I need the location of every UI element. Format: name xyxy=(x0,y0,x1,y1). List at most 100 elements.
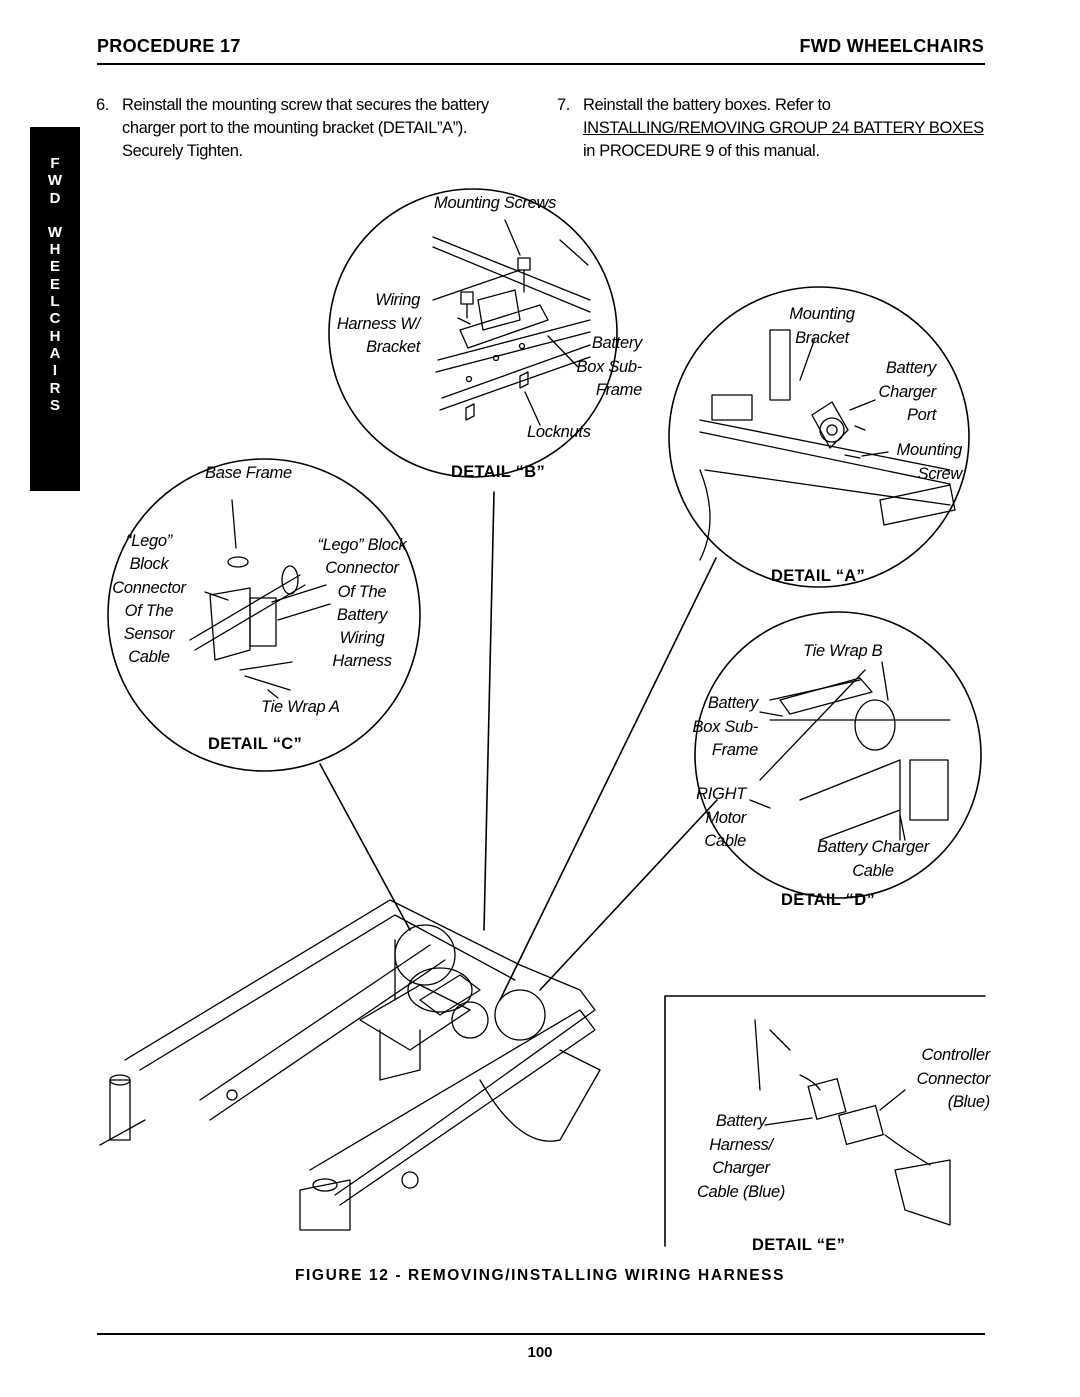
battery-box-subframe-d-label: Battery Box Sub- Frame xyxy=(680,692,759,763)
tie-wrap-b-label: Tie Wrap B xyxy=(803,642,883,660)
label-line: Battery xyxy=(591,334,642,352)
side-tab-letter: W xyxy=(47,223,63,241)
detail-c-drawing xyxy=(189,499,331,699)
label-line: Charger xyxy=(878,382,936,401)
procedure-heading: PROCEDURE 17 xyxy=(97,36,241,56)
detail-e-title: DETAIL “E” xyxy=(752,1236,846,1254)
controller-connector-label: Controller Connector (Blue) xyxy=(880,1044,991,1115)
detail-c-callout-line xyxy=(319,763,411,931)
label-line: (Blue) xyxy=(947,1093,991,1111)
detail-b-drawing xyxy=(432,219,591,426)
base-frame-label: Base Frame xyxy=(205,464,292,482)
power-base-chassis-drawing xyxy=(99,899,601,1231)
right-motor-cable-label: RIGHT Motor Cable xyxy=(676,783,746,854)
label-line: Of The xyxy=(337,582,387,601)
detail-c-title: DETAIL “C” xyxy=(208,735,303,753)
label-line: Frame xyxy=(595,381,642,399)
label-line: “Lego” Block xyxy=(317,536,407,554)
label-line: Battery xyxy=(336,605,388,624)
label-line: Of The xyxy=(124,601,174,620)
locknuts-label: Locknuts xyxy=(527,423,591,441)
label-line: Connector xyxy=(916,1069,991,1088)
side-tab-letter: S xyxy=(49,396,60,414)
side-tab-letter: R xyxy=(49,379,61,397)
figure-caption: FIGURE 12 - REMOVING/INSTALLING WIRING H… xyxy=(294,1267,786,1284)
side-tab-letter: D xyxy=(49,189,61,207)
procedure-reference-link[interactable]: INSTALLING/REMOVING GROUP 24 BATTERY BOX… xyxy=(583,119,984,137)
page-number: 100 xyxy=(527,1344,553,1361)
tie-wrap-a-label: Tie Wrap A xyxy=(261,698,340,716)
detail-e-frame xyxy=(664,995,986,1247)
step-text: Reinstall the battery boxes. Refer to xyxy=(583,96,831,114)
mounting-screws-label: Mounting Screws xyxy=(434,194,557,212)
sensor-cable-connector-label: “Lego” Block Connector Of The Sensor Cab… xyxy=(106,530,192,670)
mounting-screw-label: Mounting Screw xyxy=(872,439,963,486)
label-line: Wiring xyxy=(339,629,385,648)
detail-a-circle xyxy=(668,286,970,588)
label-line: Mounting xyxy=(896,441,963,459)
label-line: Cable xyxy=(704,832,746,850)
label-line: Motor xyxy=(705,808,746,827)
detail-d-title: DETAIL “D” xyxy=(781,891,876,909)
side-tab-letter: H xyxy=(49,241,61,259)
side-tab-letter: E xyxy=(49,275,60,293)
label-line: Cable xyxy=(128,648,170,667)
label-line: Battery xyxy=(715,1112,767,1130)
label-line: Box Sub- xyxy=(576,357,643,376)
step-text: in PROCEDURE 9 of this manual. xyxy=(583,142,820,160)
label-line: RIGHT xyxy=(696,785,746,803)
label-line: Sensor xyxy=(123,625,175,644)
detail-e-drawing xyxy=(754,1019,951,1226)
label-line: Connector xyxy=(112,578,186,597)
label-line: Port xyxy=(906,406,936,424)
label-line: Battery Charger xyxy=(817,838,929,856)
label-line: Harness W/ xyxy=(336,314,420,333)
label-line: Screw xyxy=(917,464,963,483)
label-line: Box Sub- xyxy=(692,717,759,736)
step-number: 6. xyxy=(96,96,109,114)
battery-box-subframe-label: Battery Box Sub- Frame xyxy=(560,332,643,403)
label-line: Cable xyxy=(852,861,894,880)
detail-a-drawing xyxy=(699,329,956,561)
label-line: Controller xyxy=(921,1046,990,1064)
detail-c-circle xyxy=(107,458,421,772)
label-line: Battery xyxy=(707,694,758,712)
side-tab-letter: E xyxy=(49,258,60,276)
label-line: Charger xyxy=(712,1159,770,1177)
step-number: 7. xyxy=(557,96,570,114)
section-heading: FWD WHEELCHAIRS xyxy=(799,36,984,56)
step-text: Reinstall the mounting screw that secure… xyxy=(122,96,489,160)
battery-charger-port-label: Battery Charger Port xyxy=(860,357,936,428)
detail-a-title: DETAIL “A” xyxy=(771,567,866,585)
side-tab-letter: C xyxy=(49,310,61,328)
wiring-harness-bracket-label: Wiring Harness W/ Bracket xyxy=(330,289,420,360)
label-line: Harness/ xyxy=(709,1135,773,1154)
label-line: Connector xyxy=(325,559,399,578)
detail-d-drawing xyxy=(749,661,951,841)
label-line: Harness xyxy=(332,652,392,671)
mounting-bracket-label: Mounting Bracket xyxy=(775,303,869,350)
side-tab-letter: F xyxy=(50,155,60,172)
label-line: Bracket xyxy=(366,338,420,356)
header-rule xyxy=(97,63,985,65)
side-tab-letter: I xyxy=(52,362,58,380)
battery-harness-charger-cable-label: Battery Harness/ Charger Cable (Blue) xyxy=(684,1110,798,1204)
detail-d-callout-line xyxy=(539,799,718,991)
detail-b-title: DETAIL “B” xyxy=(451,463,546,481)
label-line: Frame xyxy=(711,741,758,759)
label-line: Cable (Blue) xyxy=(696,1182,786,1201)
detail-a-callout-line xyxy=(499,557,717,1001)
detail-b-callout-line xyxy=(483,491,495,931)
label-line: Block xyxy=(129,555,169,574)
battery-harness-connector-label: “Lego” Block Connector Of The Battery Wi… xyxy=(312,534,412,674)
step-6: 6. Reinstall the mounting screw that sec… xyxy=(96,94,532,163)
section-side-tab: F W D W H E E L C H A I R S xyxy=(30,127,80,491)
detail-d-circle xyxy=(694,611,982,899)
footer-rule xyxy=(97,1333,985,1335)
battery-charger-cable-label: Battery Charger Cable xyxy=(805,836,941,883)
side-tab-letter: W xyxy=(47,172,63,190)
side-tab-letter: L xyxy=(50,293,60,311)
label-line: Bracket xyxy=(795,328,849,347)
label-line: “Lego” xyxy=(126,532,172,550)
